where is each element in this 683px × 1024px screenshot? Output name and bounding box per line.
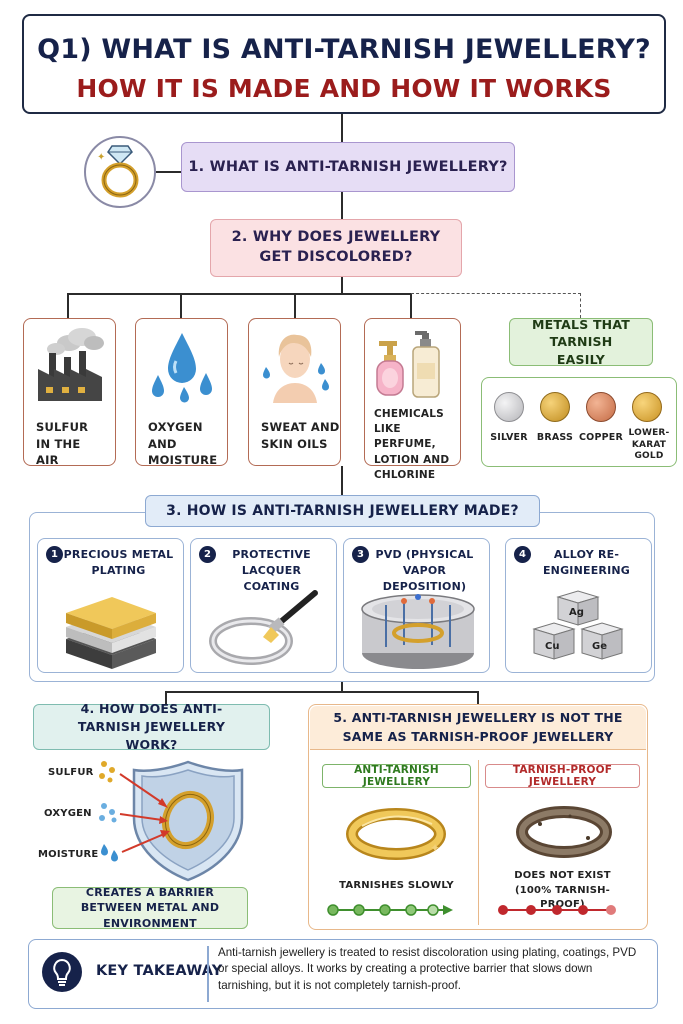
shield-icon bbox=[99, 760, 244, 882]
cause-card-sweat: SWEAT AND SKIN OILS bbox=[248, 318, 341, 466]
connector-causes-bar bbox=[67, 293, 411, 295]
connector-sec3-down bbox=[341, 682, 343, 692]
connector-metals-dashed-down bbox=[580, 293, 581, 318]
connector-cause-4 bbox=[410, 293, 412, 318]
method-card-pvd: 3 PVD (PHYSICAL VAPOR DEPOSITION) bbox=[343, 538, 490, 673]
key-takeaway-box bbox=[28, 939, 658, 1009]
cause-card-chemicals: CHEMICALS LIKE PERFUME, LOTION AND CHLOR… bbox=[364, 318, 461, 481]
section-3-header: 3. HOW IS ANTI-TARNISH JEWELLERY MADE? bbox=[145, 495, 540, 527]
metals-header-label: METALS THAT TARNISH EASILY bbox=[532, 316, 630, 367]
section-2-header: 2. WHY DOES JEWELLERY GET DISCOLORED? bbox=[210, 219, 462, 277]
cause-label-oxygen: OXYGEN AND MOISTURE bbox=[148, 420, 218, 468]
key-takeaway-text: Anti-tarnish jewellery is treated to res… bbox=[218, 946, 637, 992]
connector-cause-2 bbox=[180, 293, 182, 318]
title-box: Q1) WHAT IS ANTI-TARNISH JEWELLERY? HOW … bbox=[22, 14, 666, 114]
barrier-label: CREATES A BARRIER BETWEEN METAL AND ENVI… bbox=[80, 885, 220, 930]
cause-label-sulfur: SULFUR IN THE AIR bbox=[36, 420, 89, 468]
method-number: 4 bbox=[514, 546, 531, 563]
perfume-lotion-icon bbox=[376, 331, 440, 398]
vacuum-chamber-icon bbox=[361, 594, 475, 669]
brush-ring-icon bbox=[209, 590, 318, 665]
tarnish-proof-header: TARNISH-PROOF JEWELLERY bbox=[485, 764, 640, 788]
metals-header: METALS THAT TARNISH EASILY bbox=[509, 316, 653, 367]
cause-label-chemicals: CHEMICALS LIKE PERFUME, LOTION AND CHLOR… bbox=[374, 408, 450, 481]
connector-causes-sec3 bbox=[341, 466, 343, 495]
method-card-alloy: 4 ALLOY RE-ENGINEERING Ag Cu Ge bbox=[505, 538, 652, 673]
method-number: 2 bbox=[199, 546, 216, 563]
cause-card-oxygen: OXYGEN AND MOISTURE bbox=[135, 318, 228, 468]
metal-label-silver: SILVER bbox=[490, 432, 528, 443]
anti-tarnish-header: ANTI-TARNISH JEWELLERY bbox=[322, 764, 471, 788]
ring-icon-circle: ✦ bbox=[84, 136, 156, 208]
gold-ring-icon: ✦ bbox=[346, 808, 446, 860]
section-1-header: 1. WHAT IS ANTI-TARNISH JEWELLERY? bbox=[181, 142, 515, 192]
lightbulb-icon bbox=[42, 952, 82, 992]
copper-coin-icon bbox=[586, 392, 616, 422]
page-subtitle: HOW IT IS MADE AND HOW IT WORKS bbox=[76, 74, 612, 103]
factory-icon bbox=[38, 328, 104, 401]
silver-coin-icon bbox=[494, 392, 524, 422]
metals-box: SILVER BRASS COPPER LOWER-KARAT GOLD bbox=[481, 377, 677, 467]
page-title: Q1) WHAT IS ANTI-TARNISH JEWELLERY? bbox=[37, 34, 651, 65]
connector-sec1-sec2 bbox=[341, 192, 343, 219]
metal-label-copper: COPPER bbox=[579, 432, 623, 443]
cube-label-ge: Ge bbox=[592, 641, 607, 652]
metal-label-lower-karat-gold: LOWER-KARAT GOLD bbox=[628, 428, 670, 462]
element-label-moisture: MOISTURE bbox=[38, 849, 99, 860]
section-5-divider bbox=[478, 760, 479, 925]
method-number: 3 bbox=[352, 546, 369, 563]
cube-label-ag: Ag bbox=[569, 607, 584, 618]
section-5-header: 5. ANTI-TARNISH JEWELLERY IS NOT THE SAM… bbox=[310, 706, 646, 750]
connector-title-down bbox=[341, 114, 343, 142]
anti-tarnish-progress bbox=[327, 904, 453, 916]
tarnish-proof-result: DOES NOT EXIST (100% TARNISH-PROOF) bbox=[485, 869, 640, 913]
element-label-oxygen: OXYGEN bbox=[44, 808, 92, 819]
method-label-pvd: PVD (PHYSICAL VAPOR DEPOSITION) bbox=[375, 548, 474, 593]
connector-ring-sec1 bbox=[156, 171, 182, 173]
gold-coin-icon bbox=[632, 392, 662, 422]
method-number: 1 bbox=[46, 546, 63, 563]
barrier-note: CREATES A BARRIER BETWEEN METAL AND ENVI… bbox=[52, 885, 248, 930]
section-4-header: 4. HOW DOES ANTI-TARNISH JEWELLERY WORK? bbox=[33, 701, 270, 752]
method-label-plating: PRECIOUS METAL PLATING bbox=[63, 548, 174, 577]
section-5-label: 5. ANTI-TARNISH JEWELLERY IS NOT THE SAM… bbox=[333, 710, 623, 744]
diamond-ring-icon: ✦ bbox=[97, 145, 139, 198]
plating-layers-icon bbox=[66, 597, 156, 669]
connector-metals-dashed bbox=[411, 293, 581, 294]
cause-card-sulfur: SULFUR IN THE AIR bbox=[23, 318, 116, 468]
method-card-lacquer: 2 PROTECTIVE LACQUER COATING bbox=[190, 538, 337, 673]
section-2-label: 2. WHY DOES JEWELLERY GET DISCOLORED? bbox=[231, 229, 441, 265]
water-drops-icon bbox=[152, 333, 212, 403]
tarnish-proof-progress bbox=[498, 905, 616, 915]
anti-tarnish-result: TARNISHES SLOWLY bbox=[339, 880, 454, 891]
tarnish-proof-result-label: DOES NOT EXIST (100% TARNISH-PROOF) bbox=[514, 870, 611, 910]
cube-label-cu: Cu bbox=[545, 641, 560, 652]
tarnished-ring-icon bbox=[516, 806, 612, 858]
section-4-label: 4. HOW DOES ANTI-TARNISH JEWELLERY WORK? bbox=[77, 700, 226, 753]
key-takeaway-label: KEY TAKEAWAY bbox=[96, 963, 223, 979]
cause-label-sweat: SWEAT AND SKIN OILS bbox=[261, 420, 340, 451]
connector-sec5 bbox=[477, 691, 479, 704]
method-label-alloy: ALLOY RE-ENGINEERING bbox=[542, 548, 631, 577]
connector-sec2-down bbox=[341, 277, 343, 294]
key-takeaway-divider bbox=[207, 946, 209, 1002]
element-label-sulfur: SULFUR bbox=[48, 767, 94, 778]
brass-coin-icon bbox=[540, 392, 570, 422]
svg-text:✦: ✦ bbox=[430, 841, 440, 855]
connector-bottom-bar bbox=[165, 691, 479, 693]
method-card-plating: 1 PRECIOUS METAL PLATING bbox=[37, 538, 184, 673]
connector-sec4 bbox=[165, 691, 167, 704]
lightbulb-icon-glyph bbox=[53, 958, 71, 986]
method-label-lacquer: PROTECTIVE LACQUER COATING bbox=[232, 548, 311, 593]
connector-cause-3 bbox=[294, 293, 296, 318]
metal-label-brass: BRASS bbox=[536, 432, 574, 443]
alloy-cubes-icon bbox=[532, 590, 624, 660]
connector-cause-1 bbox=[67, 293, 69, 318]
face-sweat-icon bbox=[263, 334, 329, 403]
svg-text:✦: ✦ bbox=[97, 152, 105, 163]
